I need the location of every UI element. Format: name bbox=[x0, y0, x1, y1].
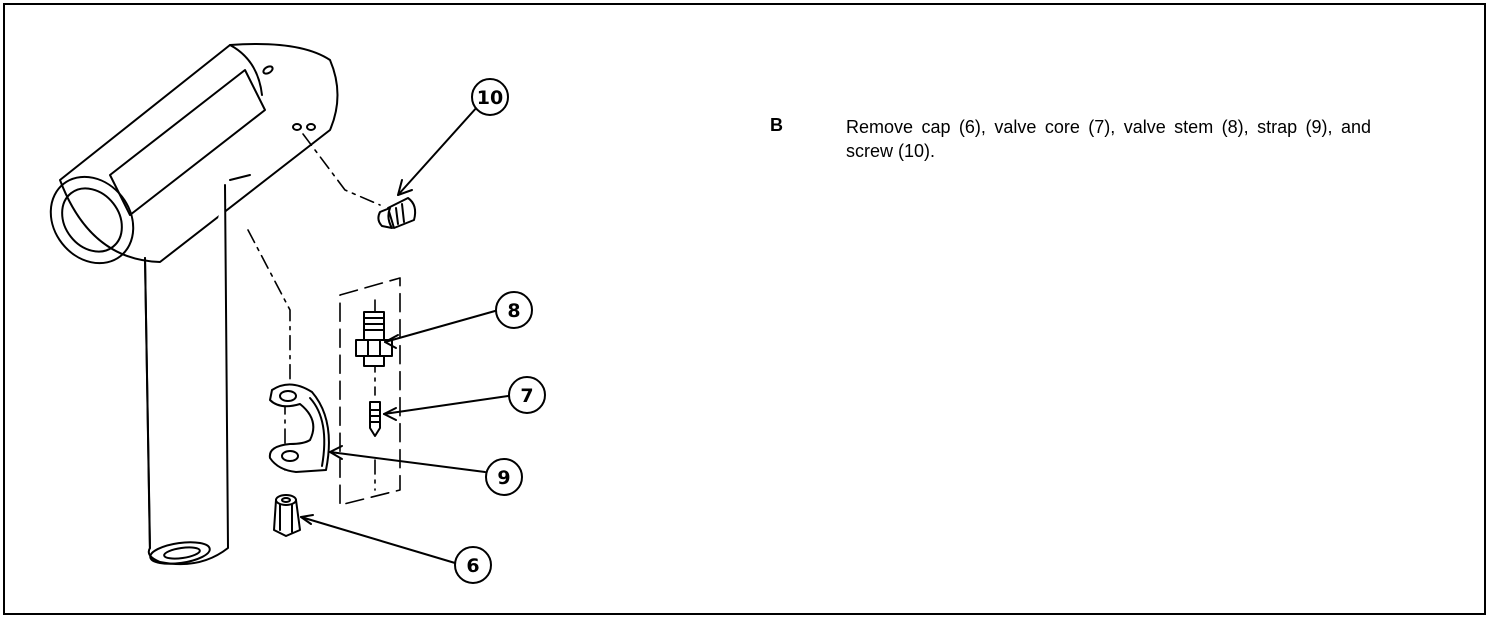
hidden-outline bbox=[339, 277, 401, 506]
callout-10-label: 10 bbox=[477, 87, 503, 109]
step-letter: B bbox=[770, 115, 783, 135]
callout-9-label: 9 bbox=[497, 467, 510, 489]
callout-10: 10 bbox=[471, 78, 509, 116]
valve-stem-part bbox=[355, 311, 393, 367]
callout-9: 9 bbox=[485, 458, 523, 496]
callout-7: 7 bbox=[508, 376, 546, 414]
callout-8-label: 8 bbox=[507, 300, 520, 322]
figure-frame bbox=[3, 3, 1486, 615]
tube-leg bbox=[144, 174, 251, 566]
valve-core-part bbox=[369, 401, 381, 437]
leader-arrows bbox=[300, 105, 509, 564]
callout-7-label: 7 bbox=[520, 385, 533, 407]
strap-part bbox=[268, 383, 330, 473]
t-handle-tube bbox=[49, 43, 339, 265]
step-text: Remove cap (6), valve core (7), valve st… bbox=[846, 117, 1371, 161]
callout-6: 6 bbox=[454, 546, 492, 584]
callout-6-label: 6 bbox=[466, 555, 479, 577]
callout-8: 8 bbox=[495, 291, 533, 329]
cap-part bbox=[273, 494, 301, 537]
screw-part bbox=[377, 197, 417, 229]
